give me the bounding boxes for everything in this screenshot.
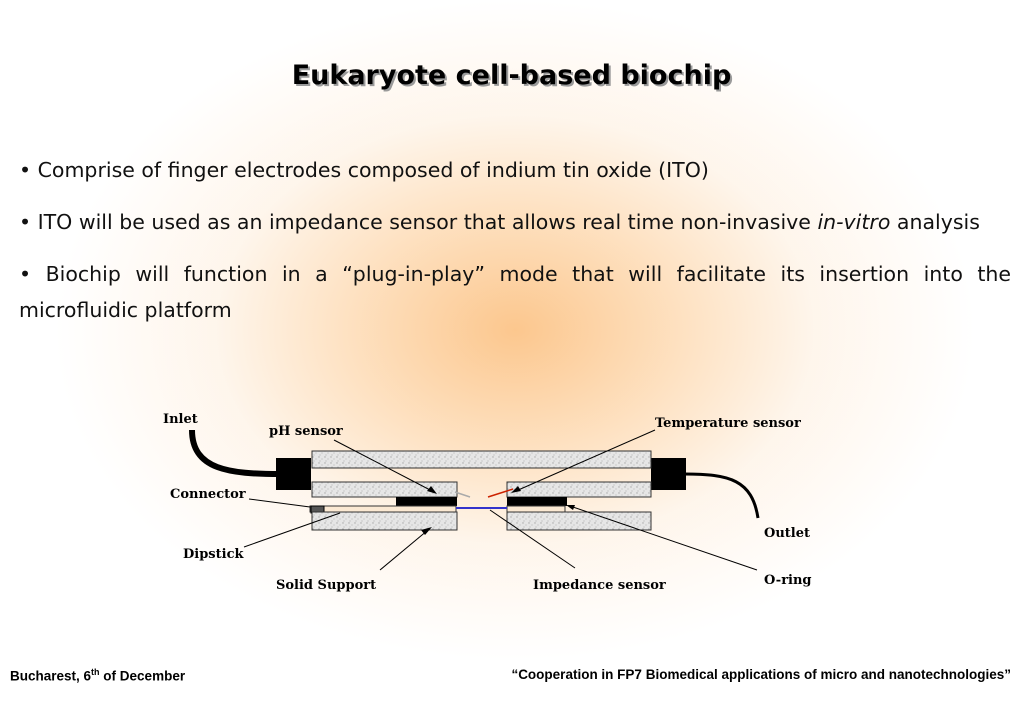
bullet-1: • Comprise of finger electrodes composed… xyxy=(19,158,709,182)
label-solid-support: Solid Support xyxy=(276,578,376,593)
bullet-list: • Comprise of finger electrodes composed… xyxy=(19,152,1011,344)
label-temperature-sensor: Temperature sensor xyxy=(655,416,801,431)
solid-support-right xyxy=(506,511,652,531)
bullet-2-emphasis: in-vitro xyxy=(817,210,891,234)
label-dipstick: Dipstick xyxy=(183,547,244,562)
arrowheads xyxy=(421,486,575,535)
dipstick-strip xyxy=(309,505,457,513)
label-connector: Connector xyxy=(170,487,246,502)
ph-probe-line xyxy=(454,491,471,498)
temperature-probe-line xyxy=(487,488,514,498)
footer-date-text: Bucharest, 6 xyxy=(10,668,92,684)
bullet-3: • Biochip will function in a “plug-in-pl… xyxy=(19,262,1011,322)
inlet-tube xyxy=(189,429,281,477)
bullet-2: • ITO will be used as an impedance senso… xyxy=(19,210,980,234)
footer-location-date: Bucharest, 6th of December xyxy=(10,667,185,684)
top-housing xyxy=(311,450,652,469)
solid-support-left xyxy=(311,511,458,531)
bullet-2-text-end: analysis xyxy=(890,210,980,234)
outlet-fitting xyxy=(651,458,686,490)
label-ph-sensor: pH sensor xyxy=(269,424,343,439)
inlet-fitting xyxy=(276,458,311,490)
bullet-2-text: ITO will be used as an impedance sensor … xyxy=(37,210,818,234)
leader-lines xyxy=(243,429,758,571)
footer-date-month: of December xyxy=(99,668,186,684)
biochip-diagram: Inlet pH sensor Temperature sensor Conne… xyxy=(163,412,812,593)
label-inlet: Inlet xyxy=(163,412,198,427)
label-outlet: Outlet xyxy=(764,526,810,541)
middle-block-left xyxy=(311,481,458,498)
temperature-sensor-bar xyxy=(507,497,567,506)
outlet-tube xyxy=(683,472,760,519)
slide-title: Eukaryote cell-based biochip xyxy=(291,60,732,91)
label-o-ring: O-ring xyxy=(764,573,812,588)
footer-event-title: “Cooperation in FP7 Biomedical applicati… xyxy=(511,667,1011,682)
ph-sensor-bar xyxy=(396,497,457,506)
bullet-1-text: Comprise of finger electrodes composed o… xyxy=(37,158,709,182)
dipstick-strip-right xyxy=(506,505,566,513)
footer-date-suffix: th xyxy=(91,667,100,677)
bullet-3-text: Biochip will function in a “plug-in-play… xyxy=(19,262,1011,322)
middle-block-right xyxy=(506,481,652,498)
label-impedance-sensor: Impedance sensor xyxy=(533,578,666,593)
